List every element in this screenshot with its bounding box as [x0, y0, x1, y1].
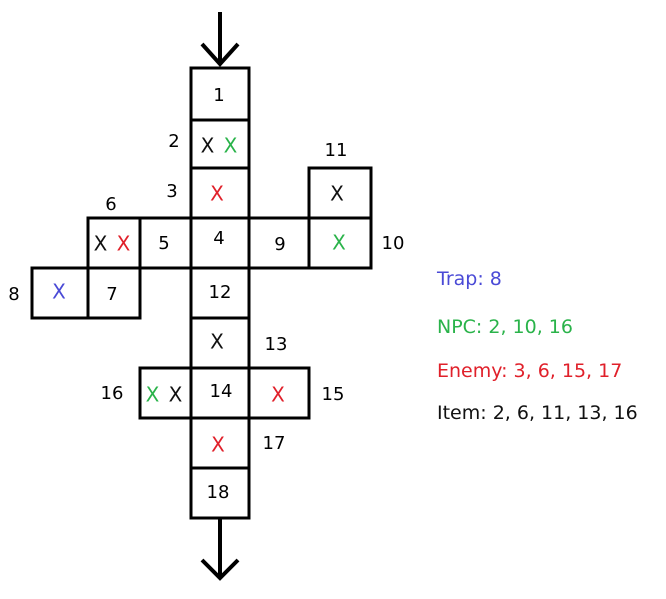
room-3-label: 3 [166, 181, 177, 202]
room-3-box [189, 166, 251, 220]
room-13-item-marker: X [210, 330, 224, 354]
room-16-label: 16 [101, 383, 124, 404]
room-8-box [30, 266, 90, 320]
room-11-label: 11 [325, 140, 348, 161]
room-18-box [189, 466, 251, 520]
legend-item: Item: 2, 6, 11, 13, 16 [437, 402, 638, 424]
room-15-label: 15 [322, 384, 345, 405]
room-8-label: 8 [8, 284, 19, 305]
room-13-label: 13 [265, 334, 288, 355]
room-7-label: 7 [106, 284, 117, 305]
room-9-box [247, 216, 311, 270]
room-2-label: 2 [168, 131, 179, 152]
room-17-label: 17 [263, 433, 286, 454]
room-4-label: 4 [213, 228, 224, 249]
room-2-box [189, 118, 251, 170]
room-17-box [189, 416, 251, 470]
room-6-label: 6 [105, 194, 116, 215]
room-2-item-marker: X [201, 134, 215, 158]
room-1-box [189, 66, 251, 122]
legend-npc: NPC: 2, 10, 16 [437, 316, 573, 338]
room-16-item-marker: X [169, 383, 183, 407]
room-6-enemy-marker: X [117, 232, 131, 256]
room-10-label: 10 [382, 233, 405, 254]
room-5-label: 5 [158, 233, 169, 254]
room-1-label: 1 [213, 85, 224, 106]
room-6-box [86, 216, 142, 270]
room-16-box [138, 366, 193, 420]
room-17-enemy-marker: X [211, 433, 225, 457]
room-2-npc-marker: X [224, 134, 238, 158]
room-18-label: 18 [207, 482, 230, 503]
room-15-box [247, 366, 311, 420]
room-11-box [307, 166, 373, 220]
room-3-enemy-marker: X [210, 182, 224, 206]
entry-arrow [200, 12, 240, 67]
room-10-npc-marker: X [332, 231, 346, 255]
legend-enemy: Enemy: 3, 6, 15, 17 [437, 360, 623, 382]
room-15-enemy-marker: X [271, 383, 285, 407]
room-14-label: 14 [210, 381, 233, 402]
room-8-trap-marker: X [52, 280, 66, 304]
room-16-npc-marker: X [146, 383, 160, 407]
room-9-label: 9 [274, 234, 285, 255]
legend-trap: Trap: 8 [437, 268, 502, 290]
exit-arrow [200, 518, 240, 581]
room-11-item-marker: X [330, 182, 344, 206]
room-7-box [86, 266, 142, 320]
room-12-label: 12 [209, 282, 232, 303]
room-6-item-marker: X [94, 232, 108, 256]
room-5-box [138, 216, 193, 270]
room-14-box [189, 366, 251, 420]
